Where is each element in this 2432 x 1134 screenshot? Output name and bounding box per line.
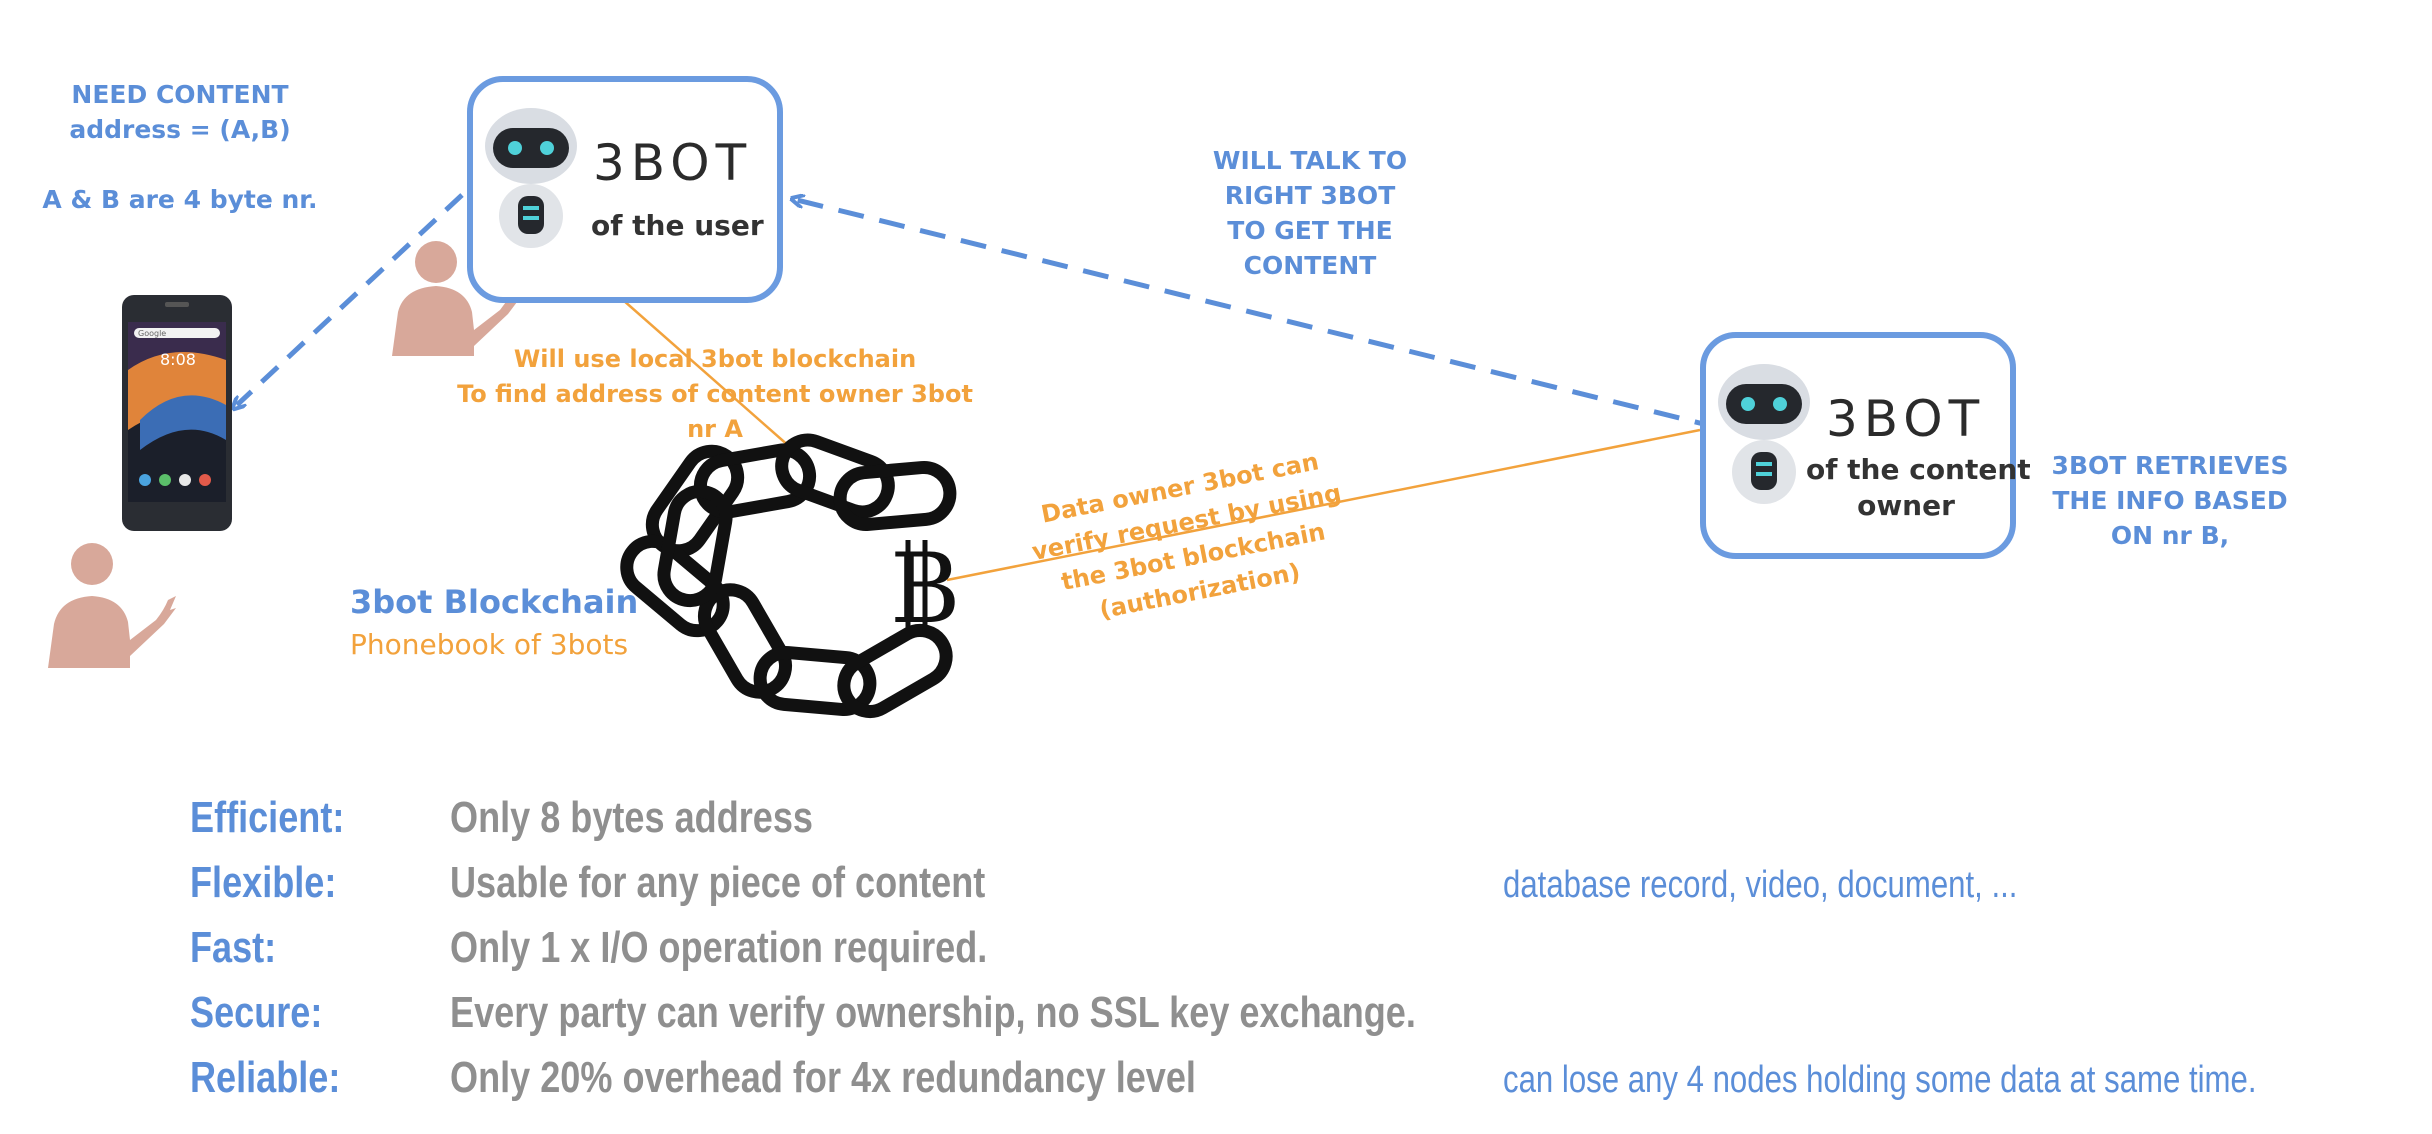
owner-caption-line-1: of the content xyxy=(1806,453,2031,486)
property-value: Usable for any piece of content xyxy=(450,858,986,907)
property-key: Secure: xyxy=(190,988,323,1037)
will-talk-line-3: TO GET THE xyxy=(1227,216,1393,245)
need-content-line-1: NEED CONTENT xyxy=(71,80,289,109)
property-key: Efficient: xyxy=(190,793,345,842)
property-value: Only 1 x I/O operation required. xyxy=(450,923,988,972)
need-content-note: NEED CONTENT address = (A,B) A & B are 4… xyxy=(40,77,320,217)
user-3bot-box: 3BOT of the user xyxy=(467,76,783,303)
local-blockchain-line-1: Will use local 3bot blockchain xyxy=(513,345,917,373)
line-chain-to-owner xyxy=(946,428,1701,582)
person-icon-phone xyxy=(48,543,176,668)
property-key: Fast: xyxy=(190,923,277,972)
phone-search-label: Google xyxy=(138,329,166,338)
need-content-line-2: address = (A,B) xyxy=(69,115,291,144)
owner-3bot-word: 3BOT xyxy=(1826,390,1986,448)
dashed-arrow-owner-to-user xyxy=(797,200,1721,431)
property-extra: can lose any 4 nodes holding some data a… xyxy=(1503,1059,2257,1101)
local-blockchain-note: Will use local 3bot blockchain To find a… xyxy=(440,342,990,447)
will-talk-line-4: CONTENT xyxy=(1243,251,1377,280)
local-blockchain-line-2: To find address of content owner 3bot xyxy=(457,380,973,408)
local-blockchain-line-3: nr A xyxy=(687,415,743,443)
property-value: Only 20% overhead for 4x redundancy leve… xyxy=(450,1053,1196,1102)
need-content-spacer xyxy=(40,147,320,182)
retrieves-line-1: 3BOT RETRIEVES xyxy=(2051,451,2289,480)
property-key: Flexible: xyxy=(190,858,337,907)
user-3bot-word: 3BOT xyxy=(593,134,753,192)
person-icon-user xyxy=(392,241,520,356)
property-value: Every party can verify ownership, no SSL… xyxy=(450,988,1416,1037)
property-extra: database record, video, document, ... xyxy=(1503,864,2018,906)
owner-3bot-caption: of the content owner xyxy=(1806,452,2031,524)
robot-icon-user xyxy=(485,108,577,248)
blockchain-title: 3bot Blockchain xyxy=(350,583,639,621)
dashed-arrow-to-phone xyxy=(237,193,464,405)
robot-icon-owner xyxy=(1718,364,1810,504)
retrieves-note: 3BOT RETRIEVES THE INFO BASED ON nr B, xyxy=(2030,448,2310,553)
property-key: Reliable: xyxy=(190,1053,341,1102)
line-user-to-chain xyxy=(622,299,791,448)
will-talk-note: WILL TALK TO RIGHT 3BOT TO GET THE CONTE… xyxy=(1160,143,1460,283)
blockchain-chain-icon xyxy=(620,433,957,718)
retrieves-line-3: ON nr B, xyxy=(2110,521,2230,550)
owner-caption-line-2: owner xyxy=(1857,489,1955,522)
property-value: Only 8 bytes address xyxy=(450,793,813,842)
owner-3bot-box: 3BOT of the content owner xyxy=(1700,332,2031,559)
will-talk-line-1: WILL TALK TO xyxy=(1212,146,1408,175)
blockchain-subtitle: Phonebook of 3bots xyxy=(350,628,629,661)
need-content-line-4: A & B are 4 byte nr. xyxy=(42,185,318,214)
user-3bot-caption: of the user xyxy=(591,209,764,242)
smartphone-icon xyxy=(122,295,232,531)
retrieves-line-2: THE INFO BASED xyxy=(2052,486,2288,515)
phone-time: 8:08 xyxy=(160,350,196,369)
will-talk-line-2: RIGHT 3BOT xyxy=(1224,181,1396,210)
